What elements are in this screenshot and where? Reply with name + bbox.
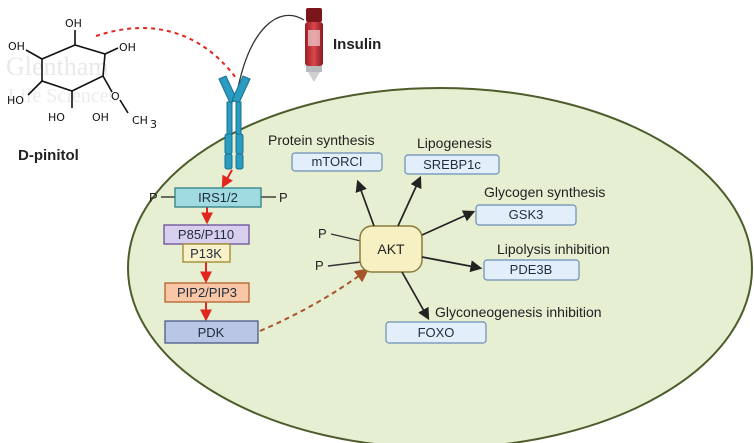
molecule-name: D-pinitol bbox=[18, 147, 79, 164]
watermark-line2: Life Sciences bbox=[8, 85, 116, 107]
srebp-label: SREBP1c bbox=[423, 157, 481, 172]
mtorc-box bbox=[291, 152, 383, 172]
akt-phospho-bottom-bond bbox=[327, 261, 362, 267]
insulin-receptor-icon bbox=[218, 75, 251, 170]
group-oh-bottom: OH bbox=[92, 111, 109, 124]
lipogenesis-label: Lipogenesis bbox=[417, 135, 492, 151]
pip-label: PIP2/PIP3 bbox=[177, 285, 237, 300]
watermark-line1: Glentham bbox=[6, 52, 109, 81]
glyconeogenesis-inhibition-label: Glyconeogenesis inhibition bbox=[435, 304, 602, 320]
irs-label: IRS1/2 bbox=[198, 190, 238, 205]
group-ch-methyl: CH bbox=[132, 114, 148, 127]
foxo-box bbox=[385, 321, 487, 344]
arrow-akt-gsk3 bbox=[421, 210, 476, 236]
arrow-receptor-irs bbox=[221, 169, 233, 189]
pinitol-to-receptor-line bbox=[95, 27, 237, 79]
pip-box bbox=[164, 282, 250, 303]
akt-phospho-top: P bbox=[318, 226, 327, 241]
insulin-label: Insulin bbox=[333, 36, 381, 53]
insulin-vial-icon bbox=[305, 8, 323, 82]
akt-output-arrows bbox=[355, 175, 483, 321]
protein-synthesis-label: Protein synthesis bbox=[268, 132, 375, 148]
arrow-akt-mtorc bbox=[355, 179, 375, 227]
glycogen-synthesis-label: Glycogen synthesis bbox=[484, 184, 605, 200]
gsk3-label: GSK3 bbox=[509, 207, 544, 222]
pdk-box bbox=[164, 320, 259, 344]
group-o-methoxy: O bbox=[111, 90, 120, 103]
irs-phospho-left: P bbox=[149, 190, 158, 205]
lipolysis-inhibition-label: Lipolysis inhibition bbox=[497, 241, 610, 257]
cascade-arrows bbox=[200, 169, 233, 322]
group-ho-bottom: HO bbox=[48, 111, 65, 124]
group-oh-upper-right: OH bbox=[119, 41, 136, 54]
akt-phospho-bottom: P bbox=[315, 258, 324, 273]
arrow-akt-foxo bbox=[401, 271, 430, 321]
pde3b-label: PDE3B bbox=[510, 262, 553, 277]
srebp-box bbox=[404, 154, 500, 175]
pi3k-box bbox=[182, 243, 231, 263]
group-methyl-subscript: 3 bbox=[150, 118, 157, 131]
pi3k-label: P13K bbox=[190, 246, 222, 261]
pdk-label: PDK bbox=[198, 325, 225, 340]
foxo-label: FOXO bbox=[418, 325, 455, 340]
d-pinitol-structure bbox=[25, 30, 129, 114]
mtorc-label: mTORCI bbox=[311, 154, 362, 169]
gsk3-box bbox=[475, 204, 577, 226]
group-oh-top: OH bbox=[65, 17, 82, 30]
irs-box bbox=[174, 187, 262, 208]
pdk-to-akt-arrow bbox=[259, 268, 370, 332]
arrow-akt-pde3b bbox=[421, 256, 483, 273]
akt-phospho-top-bond bbox=[330, 233, 362, 242]
cell bbox=[127, 87, 753, 443]
group-oh-upper-left: OH bbox=[8, 40, 25, 53]
group-ho-left: HO bbox=[7, 94, 24, 107]
pde3b-box bbox=[483, 259, 580, 281]
arrow-akt-srebp bbox=[397, 175, 422, 227]
akt-node bbox=[359, 225, 423, 273]
irs-phospho-right: P bbox=[279, 190, 288, 205]
p85-label: P85/P110 bbox=[178, 227, 234, 242]
insulin-thread bbox=[237, 14, 305, 89]
akt-label: AKT bbox=[377, 241, 405, 257]
